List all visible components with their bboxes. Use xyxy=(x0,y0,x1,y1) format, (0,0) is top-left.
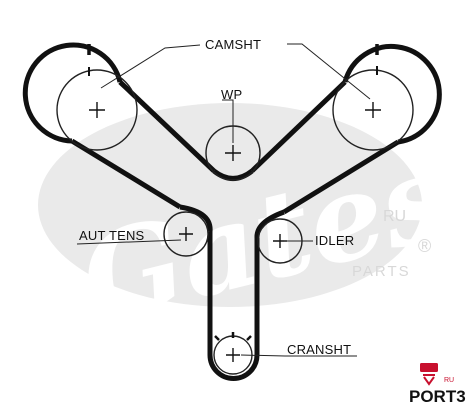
pulley-left-camshaft xyxy=(56,69,138,151)
center-mark-crankshaft xyxy=(226,348,240,362)
port3-logo: RU PORT3 xyxy=(409,363,466,406)
label-camshaft: CAMSHT xyxy=(205,37,261,52)
label-crankshaft: CRANSHT xyxy=(287,342,351,357)
pulley-right-camshaft xyxy=(332,69,414,151)
belt-right-to-wp xyxy=(250,80,347,173)
belt-left-to-wp xyxy=(118,80,216,173)
belt-left-cam-wrap xyxy=(22,42,123,144)
belt-idler-wrap xyxy=(254,209,285,239)
brand-suffix: RU xyxy=(444,377,454,384)
belt-left-cam-to-tensioner xyxy=(70,138,182,210)
watermark-suffix-parts: PARTS xyxy=(352,263,411,280)
piston-icon xyxy=(420,363,438,386)
pulley-centers xyxy=(89,102,381,362)
watermark-ellipse xyxy=(38,103,422,307)
leader-crankshaft xyxy=(240,354,357,357)
leader-auto-tensioner xyxy=(76,239,182,245)
label-auto-tensioner: AUT TENS xyxy=(79,228,145,243)
label-water-pump: WP xyxy=(221,87,242,102)
timing-mark-crank-left xyxy=(214,335,220,341)
leader-water-pump xyxy=(222,99,234,143)
belt-crank-wrap xyxy=(207,354,260,381)
leader-camshaft-left xyxy=(100,44,201,89)
label-idler: IDLER xyxy=(315,233,354,248)
timing-belt xyxy=(22,42,442,381)
watermark-suffix-ru: RU xyxy=(383,208,406,225)
pulley-auto-tensioner xyxy=(163,211,209,257)
belt-right-cam-to-idler xyxy=(282,139,400,215)
center-mark-right-camshaft xyxy=(365,102,381,118)
belt-wp-wrap xyxy=(212,168,254,181)
leader-camshaft-right xyxy=(287,43,371,100)
timing-marks xyxy=(87,44,379,341)
brand-name: PORT3 xyxy=(409,387,466,406)
watermark-registered: ® xyxy=(418,236,431,256)
center-mark-auto-tensioner xyxy=(179,227,193,241)
center-mark-water-pump xyxy=(225,145,241,161)
center-mark-left-camshaft xyxy=(89,102,105,118)
leader-lines xyxy=(76,43,371,357)
timing-mark-crank-right xyxy=(246,335,252,341)
belt-right-cam-wrap xyxy=(342,43,442,145)
component-labels: CAMSHT WP AUT TENS IDLER CRANSHT xyxy=(79,37,354,357)
belt-tensioner-wrap xyxy=(179,204,213,233)
